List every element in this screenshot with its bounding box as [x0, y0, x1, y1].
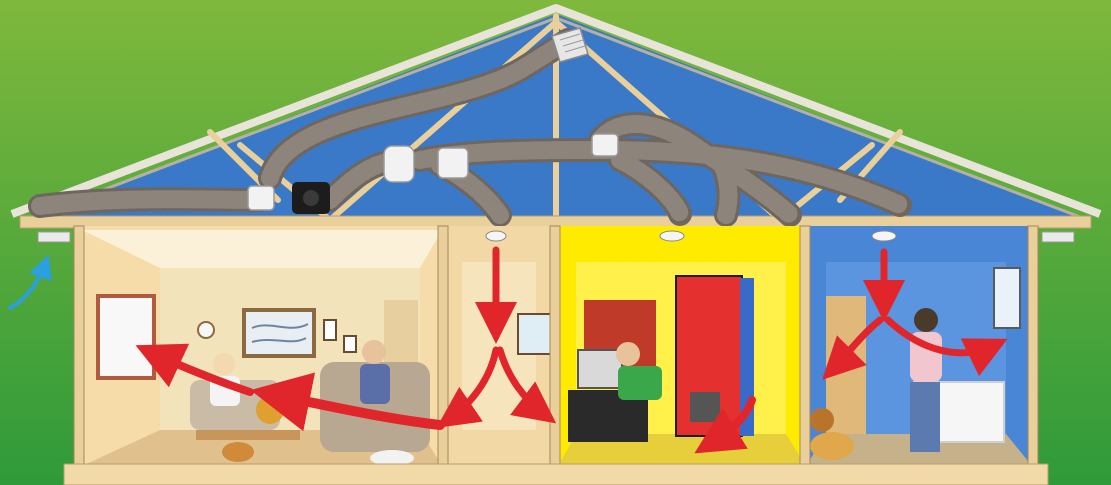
house-interior	[64, 226, 1048, 485]
person-head	[914, 308, 938, 332]
toy-basket	[810, 432, 854, 460]
floor-plate	[64, 464, 1048, 485]
wall-frame	[324, 320, 336, 340]
coffee-table	[196, 430, 300, 440]
soffit-vent	[1042, 232, 1074, 242]
person-head	[362, 340, 386, 364]
person-legs	[910, 382, 940, 452]
soffit-vent	[38, 232, 70, 242]
teddy-bear	[810, 408, 834, 432]
cat	[222, 442, 254, 462]
wall-heater	[98, 296, 154, 378]
wall-painting	[244, 310, 314, 356]
hallway-picture	[518, 314, 552, 354]
office-chair	[690, 392, 720, 422]
person-body	[360, 364, 390, 404]
wall-clock	[198, 322, 214, 338]
nursery-window	[994, 268, 1020, 328]
computer-monitor	[578, 350, 622, 388]
fan-icon	[292, 182, 330, 214]
person-head	[616, 342, 640, 366]
person-head	[213, 353, 235, 375]
wall-frame	[344, 336, 356, 352]
person-body	[618, 366, 662, 400]
